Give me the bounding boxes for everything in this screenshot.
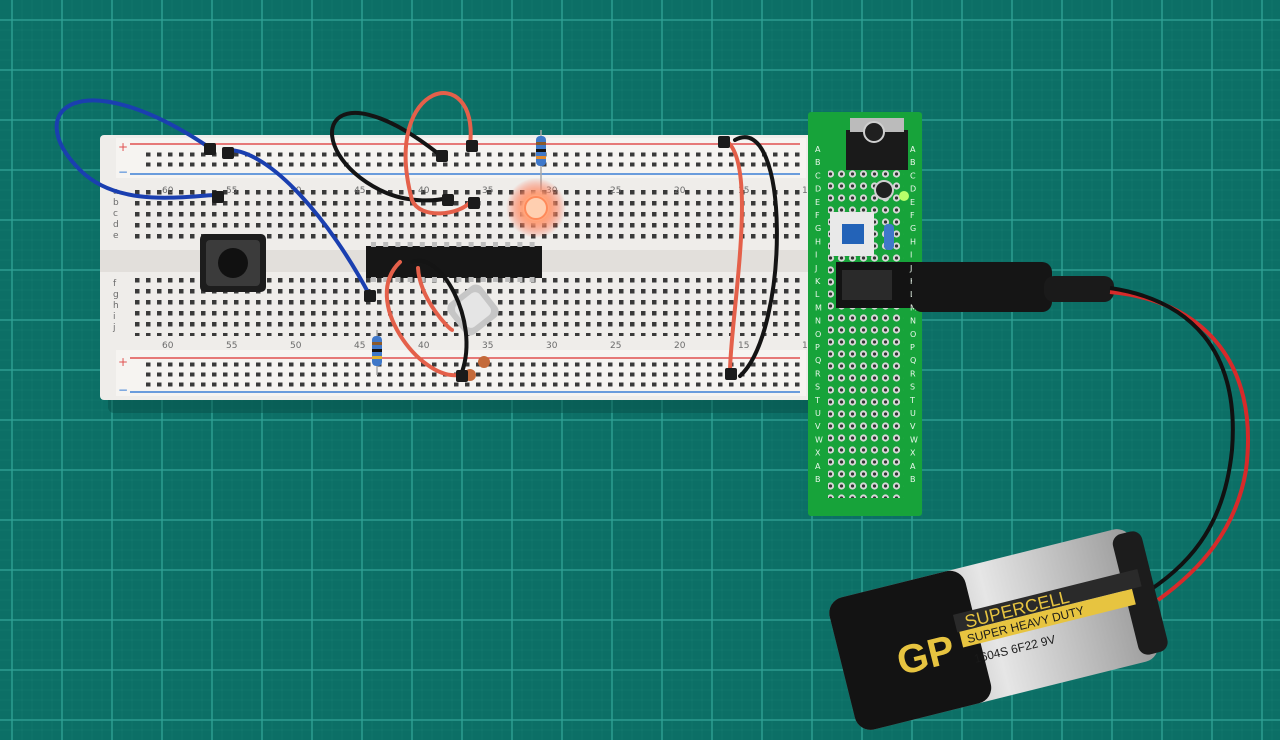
pcb-row-letter: Q [910, 356, 916, 365]
pcb-row-letter: D [910, 185, 916, 194]
column-number: 25 [610, 341, 621, 351]
row-letter: i [113, 312, 116, 322]
column-number: 20 [674, 186, 686, 196]
pcb-row-letter: C [910, 171, 916, 180]
pcb-row-letter: A [815, 145, 821, 154]
pcb-row-letter: X [910, 449, 916, 458]
pcb-row-letter: O [910, 330, 916, 339]
row-letter: f [113, 279, 117, 289]
jumper-wires [54, 91, 779, 378]
row-letter: d [113, 220, 119, 230]
resistor-button [372, 330, 382, 375]
column-number: 20 [674, 341, 686, 351]
pcb-row-letter: F [910, 211, 915, 220]
rail-minus-top: − [118, 165, 128, 179]
column-number: 15 [738, 341, 749, 351]
column-number: 25 [610, 186, 621, 196]
pcb-row-letter: O [815, 330, 821, 339]
pcb-row-letter: M [910, 303, 917, 312]
pcb-row-letter: D [815, 185, 821, 194]
rail-plus-bottom: + [118, 355, 128, 369]
column-number: 55 [226, 186, 237, 196]
pcb-row-letter: U [815, 409, 821, 418]
pcb-row-letter: V [910, 422, 916, 431]
row-letter: c [113, 209, 118, 219]
column-number: 10 [802, 341, 814, 351]
pcb-row-letter: W [815, 435, 823, 444]
column-number: 50 [290, 341, 302, 351]
pcb-row-letter: F [815, 211, 820, 220]
column-number: 10 [802, 186, 814, 196]
pcb-row-letter: W [910, 435, 918, 444]
pcb-row-letter: B [910, 475, 916, 484]
row-letter: j [112, 323, 116, 333]
pcb-row-letter: B [910, 158, 916, 167]
pcb-row-letter: E [815, 198, 820, 207]
pcb-row-letter: H [815, 237, 821, 246]
column-number: 30 [546, 341, 558, 351]
pcb-row-letter: U [910, 409, 916, 418]
column-number: 35 [482, 341, 493, 351]
pcb-row-letter: N [815, 317, 821, 326]
row-letter: g [113, 290, 119, 300]
pcb-row-letter: T [814, 396, 820, 405]
row-letter: e [113, 231, 119, 241]
wire-plugs [204, 136, 737, 382]
pcb-row-letter: Q [815, 356, 821, 365]
pcb-row-letter: G [815, 224, 821, 233]
row-letter: b [113, 198, 119, 208]
column-numbers-bottom: 60 55 50 45 40 35 30 25 20 15 10 [162, 341, 814, 351]
led-light [506, 178, 566, 238]
push-button [200, 234, 266, 292]
pcb-row-letter: I [815, 251, 817, 260]
column-number: 45 [354, 186, 365, 196]
pcb-row-letter: K [815, 277, 821, 286]
pcb-row-letter: A [815, 462, 821, 471]
pcb-row-letter: A [910, 462, 916, 471]
column-number: 55 [226, 341, 237, 351]
pcb-row-letter: J [814, 264, 817, 273]
pcb-row-letter: B [815, 475, 821, 484]
column-number: 45 [354, 341, 365, 351]
column-number: 15 [738, 186, 749, 196]
row-letter: h [113, 301, 119, 311]
pcb-row-letter: R [910, 369, 916, 378]
microcontroller-chip [366, 242, 542, 282]
pcb-row-letter: A [910, 145, 916, 154]
pcb-row-letter: M [815, 303, 822, 312]
pcb-row-letter: G [910, 224, 916, 233]
pcb-row-letter: B [815, 158, 821, 167]
column-number: 35 [482, 186, 493, 196]
pcb-row-letter: T [909, 396, 915, 405]
column-number: 40 [418, 186, 430, 196]
pcb-row-letter: X [815, 449, 821, 458]
pcb-row-letter: I [910, 251, 912, 260]
pcb-row-letter: H [910, 237, 916, 246]
pcb-row-letter: S [910, 383, 915, 392]
pcb-row-letter: J [909, 264, 912, 273]
pcb-row-letter: V [815, 422, 821, 431]
column-number: 60 [162, 341, 174, 351]
pcb-row-letter: L [815, 290, 820, 299]
pcb-row-letter: R [815, 369, 821, 378]
power-pcb [808, 112, 926, 516]
pcb-row-letter: S [815, 383, 820, 392]
pcb-row-letter: P [815, 343, 820, 352]
rail-plus-top: + [118, 140, 128, 154]
rail-minus-bottom: − [118, 383, 128, 397]
column-number: 60 [162, 186, 174, 196]
pcb-row-letter: E [910, 198, 915, 207]
dc-plug-cable [912, 262, 1250, 602]
pcb-row-letter: P [910, 343, 915, 352]
column-number: 40 [418, 341, 430, 351]
pcb-row-letter: C [815, 171, 821, 180]
pcb-row-letter: N [910, 317, 916, 326]
battery-9v: GP SUPERCELL SUPER HEAVY DUTY 1604S 6F22… [829, 529, 1168, 730]
